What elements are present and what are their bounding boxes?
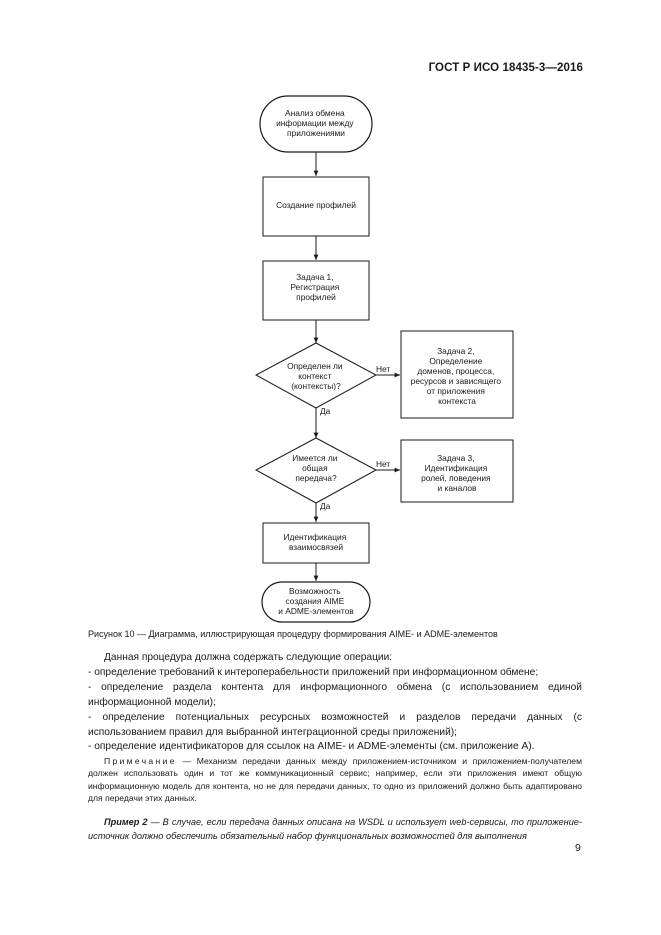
note-paragraph: Примечание — Механизм передачи данных ме… bbox=[88, 755, 582, 804]
flow-connectors bbox=[313, 152, 400, 581]
flow-task3-text: Задача 3, Идентификация ролей, поведения… bbox=[421, 453, 493, 493]
flow-step-create-profiles bbox=[262, 176, 370, 237]
example-text: — В случае, если передача данных описана… bbox=[88, 817, 582, 842]
example-paragraph: Пример 2 — В случае, если передача данны… bbox=[88, 815, 582, 844]
list-item-2: - определение раздела контента для инфор… bbox=[88, 682, 582, 708]
flow-start-terminator bbox=[259, 95, 373, 153]
note-label: Примечание bbox=[104, 756, 177, 766]
flow-task2-text: Задача 2, Определение доменов, процесса,… bbox=[411, 346, 504, 406]
flow-step-create-profiles-text: Создание профилей bbox=[276, 200, 356, 210]
flow-decision-common-transfer bbox=[254, 437, 378, 504]
flow-decision-context bbox=[254, 342, 378, 409]
flow-task2-box bbox=[400, 330, 514, 419]
list-item-4: - определение идентификаторов для ссылок… bbox=[88, 741, 535, 752]
flow-label-no-1: Нет bbox=[376, 364, 390, 374]
example-label: Пример 2 bbox=[104, 817, 148, 827]
flow-step-task1-text: Задача 1, Регистрация профилей bbox=[290, 272, 341, 302]
flow-start-text: Анализ обмена информации между приложени… bbox=[276, 108, 356, 138]
flow-label-yes-2: Да bbox=[320, 501, 331, 511]
flow-step-task1 bbox=[262, 260, 370, 321]
paragraph-intro-text: Данная процедура должна содержать следую… bbox=[104, 652, 393, 663]
list-item-1: - определение требований к интероперабел… bbox=[88, 667, 539, 678]
flow-end-text: Возможность создания AIME и ADME-элемент… bbox=[278, 586, 354, 616]
paragraph-intro: Данная процедура должна содержать следую… bbox=[88, 650, 582, 665]
flow-step-identify-relations bbox=[262, 522, 370, 564]
flow-step-identify-relations-text: Идентификация взаимосвязей bbox=[283, 532, 348, 552]
document-header: ГОСТ Р ИСО 18435-3—2016 bbox=[428, 62, 583, 74]
flow-label-yes-1: Да bbox=[320, 406, 331, 416]
flow-decision-common-transfer-text: Имеется ли общая передача? bbox=[292, 453, 340, 483]
figure-caption: Рисунок 10 — Диаграмма, иллюстрирующая п… bbox=[88, 629, 498, 639]
flowchart: Анализ обмена информации между приложени… bbox=[254, 95, 514, 623]
flow-label-no-2: Нет bbox=[376, 459, 390, 469]
flow-decision-context-text: Определен ли контекст (контексты)? bbox=[287, 361, 345, 391]
flow-task3-box bbox=[400, 439, 514, 503]
list-item-3: - определение потенциальных ресурсных во… bbox=[88, 712, 582, 738]
page-number: 9 bbox=[575, 842, 581, 854]
flow-end-terminator bbox=[261, 581, 371, 623]
note-text: — Механизм передачи данных между приложе… bbox=[88, 756, 582, 803]
